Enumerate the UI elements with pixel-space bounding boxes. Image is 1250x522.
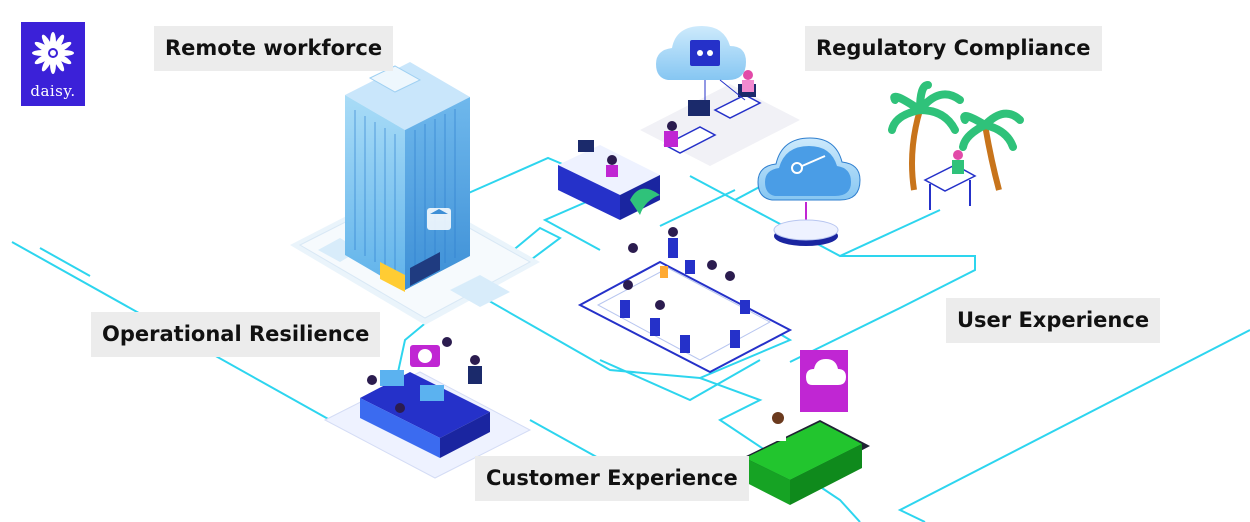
phone-icon (418, 349, 432, 363)
label-customer-experience: Customer Experience (475, 456, 749, 501)
office-building (290, 62, 540, 325)
label-remote-workforce: Remote workforce (154, 26, 394, 71)
brand-name: daisy. (30, 82, 76, 100)
reception-desk (558, 140, 660, 220)
office-desks (640, 70, 800, 166)
daisy-logo-icon (32, 32, 74, 74)
contact-centre (323, 337, 532, 479)
meeting-room (577, 227, 793, 374)
label-user-experience: User Experience (946, 298, 1161, 343)
label-regulatory-compliance: Regulatory Compliance (805, 26, 1102, 71)
sofa-user (738, 350, 870, 505)
cloud-folder-icon (656, 26, 746, 101)
cloud-key-icon (757, 137, 861, 246)
label-operational-resilience: Operational Resilience (91, 312, 381, 357)
palm-tree-icon (888, 81, 1024, 210)
cloud-folder-purple-icon (806, 359, 846, 385)
daisy-logo[interactable]: daisy. (21, 22, 85, 106)
